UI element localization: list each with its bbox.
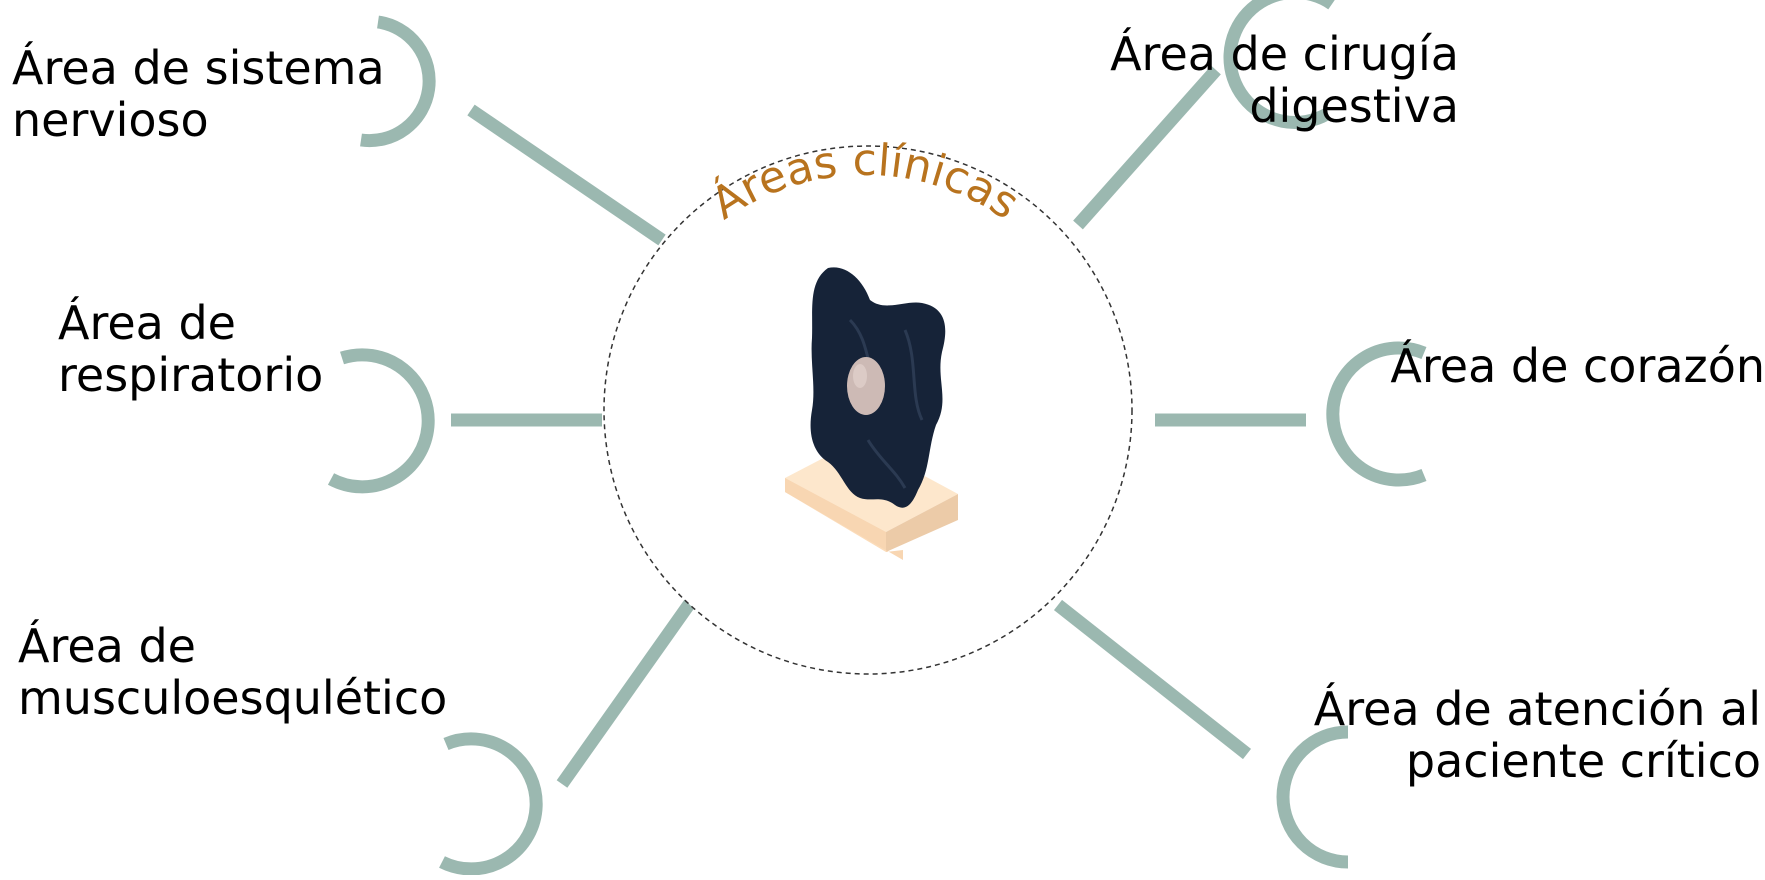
area-label-cirugia: Área de cirugía digestiva [1110, 28, 1459, 132]
hook-respiratorio [327, 348, 435, 494]
area-label-line: respiratorio [58, 348, 324, 402]
hook-nervioso [360, 15, 436, 148]
hook-musculo [439, 732, 543, 876]
area-label-line: paciente crítico [1405, 734, 1761, 788]
specimen-oval [847, 357, 885, 415]
area-label-corazon: Área de corazón [1390, 340, 1765, 392]
hook-corazon [1326, 341, 1427, 487]
area-label-line: Área de sistema [12, 41, 385, 95]
area-label-line: nervioso [12, 93, 209, 147]
hook-atencion [1276, 725, 1349, 869]
area-label-line: Área de [18, 619, 196, 673]
area-label-line: Área de [58, 296, 236, 350]
area-label-line: Área de corazón [1390, 339, 1765, 393]
specimen-base-side [886, 494, 958, 552]
specimen-base-face [785, 478, 903, 560]
hook-cirugia [1223, 0, 1335, 129]
connectors [451, 65, 1306, 788]
area-label-line: Área de cirugía [1110, 27, 1459, 81]
area-label-line: digestiva [1249, 79, 1459, 133]
connector-atencion [1053, 599, 1252, 760]
connector-musculo [556, 599, 696, 788]
area-label-atencion: Área de atención al paciente crítico [1314, 683, 1761, 787]
area-label-line: Área de atención al [1313, 682, 1761, 736]
hooks [327, 0, 1427, 876]
area-label-line: musculoesqulético [18, 671, 448, 725]
connector-nervioso [467, 104, 666, 246]
scientific-specimen-icon [785, 267, 958, 560]
area-label-respiratorio: Área de respiratorio [58, 297, 323, 401]
connector-cirugia [1073, 65, 1221, 230]
area-label-nervioso: Área de sistema nervioso [12, 42, 385, 146]
specimen-oval-highlight [853, 364, 867, 388]
area-label-musculo: Área de musculoesqulético [18, 620, 447, 724]
